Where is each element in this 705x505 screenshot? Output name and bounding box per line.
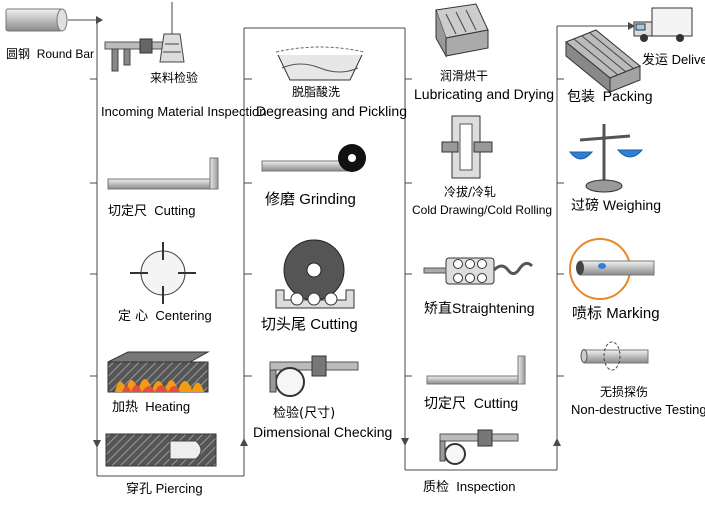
straightening-icon [423,257,534,285]
drying-rack-icon [435,3,489,58]
label-straightening: 矫直Straightening [424,300,535,317]
marking-pipe-icon [569,238,655,300]
label-ndt-cn: 无损探伤 [600,385,649,399]
label-centering: 定 心 Centering [118,308,212,324]
centering-icon [130,242,196,304]
ndt-pipe-icon [580,341,649,371]
round-bar-icon [5,8,68,32]
pickling-tank-icon [275,46,365,81]
label-degreasing-en: Degreasing and Pickling [256,103,407,119]
pipe-bundle-icon [565,29,641,94]
label-delivery: 发运 Delivery [642,52,705,68]
flow-connectors [68,19,630,477]
label-lubricating-cn: 润滑烘干 [440,69,489,83]
piercing-icon [105,433,217,467]
saw-blade-icon [275,239,355,309]
arrow-down-3 [401,438,409,446]
label-piercing: 穿孔 Piercing [126,481,203,497]
inspection-caliper-icon [439,429,519,465]
label-ndt-en: Non-destructive Testing [571,402,705,417]
label-round-bar: 圆钢 Round Bar [6,47,95,61]
cold-drawing-icon [441,115,493,179]
heating-furnace-icon [107,351,210,393]
dimensional-caliper-icon [269,355,359,397]
delivery-truck-icon [633,7,693,42]
label-grinding: 修磨 Grinding [265,190,356,208]
label-cutting-3: 切定尺 Cutting [424,395,519,412]
label-inspection: 质检 Inspection [423,479,516,495]
cutting-bar-icon-2 [426,355,526,385]
label-marking: 喷标 Marking [572,304,660,322]
label-cutting-1: 切定尺 Cutting [108,203,196,219]
arrow-down-1 [93,440,101,448]
flow-arrowheads [93,16,635,448]
label-incoming-cn: 来料检验 [150,71,199,85]
caliper-inspection-icon [104,2,185,72]
label-degreasing-cn: 脱脂酸洗 [292,85,341,99]
arrow-up-2 [240,438,248,446]
label-packing: 包装 Packing [567,88,653,105]
label-colddrawing-en: Cold Drawing/Cold Rolling [412,203,553,217]
arrow-start [96,16,103,24]
label-cutting-2: 切头尾 Cutting [261,315,358,333]
label-dimensional-en: Dimensional Checking [253,424,393,440]
label-dimensional-cn: 检验(尺寸) [273,406,336,421]
label-weighing: 过磅 Weighing [571,197,662,214]
arrow-up-4 [553,438,561,446]
cutting-bar-icon [107,157,219,190]
balance-scale-icon [569,124,644,193]
arrow-delivery [628,22,635,30]
label-lubricating-en: Lubricating and Drying [414,86,555,102]
label-colddrawing-cn: 冷拔/冷轧 [444,185,497,199]
label-heating: 加热 Heating [112,399,191,415]
grinding-icon [261,144,366,172]
label-incoming-en: Incoming Material Inspection [101,104,267,119]
